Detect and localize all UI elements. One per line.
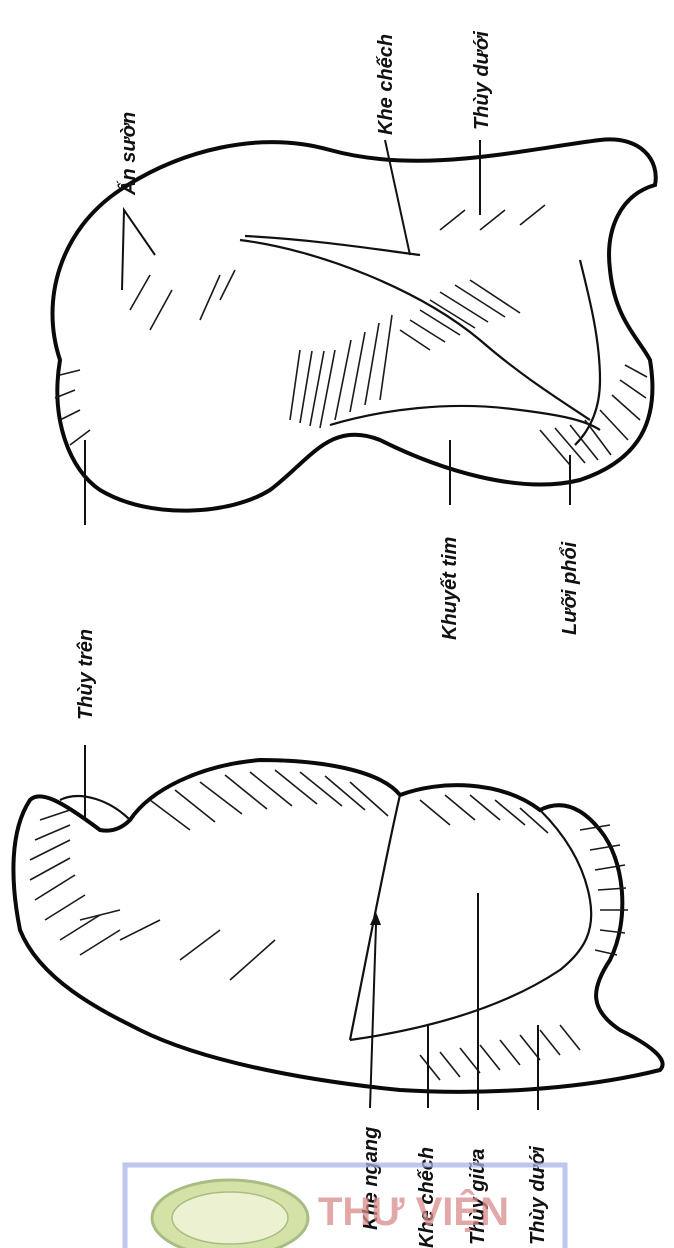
left-lung-drawing xyxy=(53,139,656,510)
label-lower-lobe-top: Thùy dưới xyxy=(471,31,493,130)
label-oblique-fissure-top: Khe chếch xyxy=(375,34,397,135)
label-lingula: Lưỡi phổi xyxy=(559,541,581,635)
label-cardiac-notch: Khuyết tim xyxy=(439,537,461,640)
label-lower-lobe-bottom: Thùy dưới xyxy=(527,1146,549,1245)
library-watermark: THƯ VIỆN xyxy=(125,1165,565,1248)
watermark-text: THƯ VIỆN xyxy=(318,1188,509,1234)
label-rib-impressions: Ấn sườn xyxy=(116,112,140,196)
right-lung-drawing xyxy=(13,760,662,1092)
label-upper-lobe: Thùy trên xyxy=(75,629,97,720)
